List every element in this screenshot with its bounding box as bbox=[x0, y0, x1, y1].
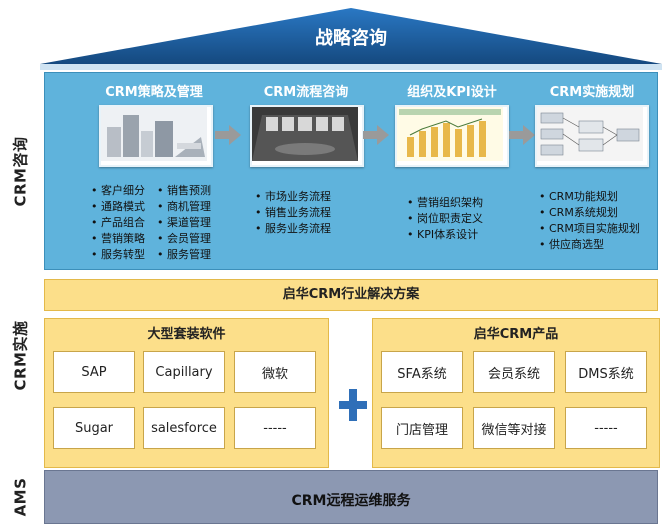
planning-list: CRM功能规划 CRM系统规划 CRM项目实施规划 供应商选型 bbox=[539, 189, 640, 253]
side-label-ams: AMS bbox=[11, 477, 29, 517]
crm-consulting-panel: CRM策略及管理 客户细分 通路模式 产品组合 营销策略 服务转型 销售预测 商… bbox=[44, 72, 658, 270]
list-item: 销售预测 bbox=[157, 183, 211, 199]
product-box: SFA系统 bbox=[381, 351, 463, 393]
product-box: ----- bbox=[565, 407, 647, 449]
list-item: 营销组织架构 bbox=[407, 195, 483, 211]
process-list: 市场业务流程 销售业务流程 服务业务流程 bbox=[255, 189, 331, 237]
package-box: Capillary bbox=[143, 351, 225, 393]
plus-icon bbox=[339, 389, 367, 421]
package-software-panel: 大型套装软件 SAP Capillary 微软 Sugar salesforce… bbox=[44, 318, 329, 468]
list-item: CRM功能规划 bbox=[539, 189, 640, 205]
side-label-implementation: CRM实施 bbox=[11, 320, 30, 390]
arrow-right-icon bbox=[363, 125, 389, 145]
list-item: CRM项目实施规划 bbox=[539, 221, 640, 237]
list-item: CRM系统规划 bbox=[539, 205, 640, 221]
ams-band: CRM远程运维服务 bbox=[44, 470, 658, 524]
package-box: SAP bbox=[53, 351, 135, 393]
list-item: 产品组合 bbox=[91, 215, 145, 231]
list-item: 服务业务流程 bbox=[255, 221, 331, 237]
list-item: 岗位职责定义 bbox=[407, 211, 483, 227]
package-box: ----- bbox=[234, 407, 316, 449]
strategy-list-a: 客户细分 通路模式 产品组合 营销策略 服务转型 bbox=[91, 183, 145, 263]
list-item: 客户细分 bbox=[91, 183, 145, 199]
strategy-title: 战略咨询 bbox=[315, 28, 387, 49]
panel-title: 大型套装软件 bbox=[147, 327, 226, 342]
package-box: 微软 bbox=[234, 351, 316, 393]
side-label-consulting: CRM咨询 bbox=[11, 136, 30, 206]
room-thumbnail bbox=[250, 105, 364, 167]
list-item: 渠道管理 bbox=[157, 215, 211, 231]
package-box: salesforce bbox=[143, 407, 225, 449]
solution-band: 启华CRM行业解决方案 bbox=[44, 279, 658, 311]
column-title: CRM策略及管理 bbox=[105, 85, 203, 100]
column-title: CRM实施规划 bbox=[549, 85, 635, 100]
column-title: CRM流程咨询 bbox=[263, 85, 349, 100]
arrow-right-icon bbox=[215, 125, 241, 145]
list-item: 服务管理 bbox=[157, 247, 211, 263]
list-item: 通路模式 bbox=[91, 199, 145, 215]
product-box: DMS系统 bbox=[565, 351, 647, 393]
arrow-right-icon bbox=[509, 125, 535, 145]
product-box: 微信等对接 bbox=[473, 407, 555, 449]
list-item: KPI体系设计 bbox=[407, 227, 483, 243]
column-title: 组织及KPI设计 bbox=[407, 85, 497, 100]
qihua-product-panel: 启华CRM产品 SFA系统 会员系统 DMS系统 门店管理 微信等对接 ----… bbox=[372, 318, 660, 468]
strategy-roof bbox=[40, 8, 662, 70]
bar-chart-thumbnail bbox=[395, 105, 509, 167]
city-thumbnail bbox=[99, 105, 213, 167]
product-box: 门店管理 bbox=[381, 407, 463, 449]
kpi-list: 营销组织架构 岗位职责定义 KPI体系设计 bbox=[407, 195, 483, 243]
panel-title: 启华CRM产品 bbox=[473, 327, 559, 342]
strategy-list-b: 销售预测 商机管理 渠道管理 会员管理 服务管理 bbox=[157, 183, 211, 263]
list-item: 市场业务流程 bbox=[255, 189, 331, 205]
flow-diagram-thumbnail bbox=[535, 105, 649, 167]
list-item: 商机管理 bbox=[157, 199, 211, 215]
list-item: 销售业务流程 bbox=[255, 205, 331, 221]
list-item: 会员管理 bbox=[157, 231, 211, 247]
list-item: 服务转型 bbox=[91, 247, 145, 263]
product-box: 会员系统 bbox=[473, 351, 555, 393]
package-box: Sugar bbox=[53, 407, 135, 449]
list-item: 供应商选型 bbox=[539, 237, 640, 253]
list-item: 营销策略 bbox=[91, 231, 145, 247]
